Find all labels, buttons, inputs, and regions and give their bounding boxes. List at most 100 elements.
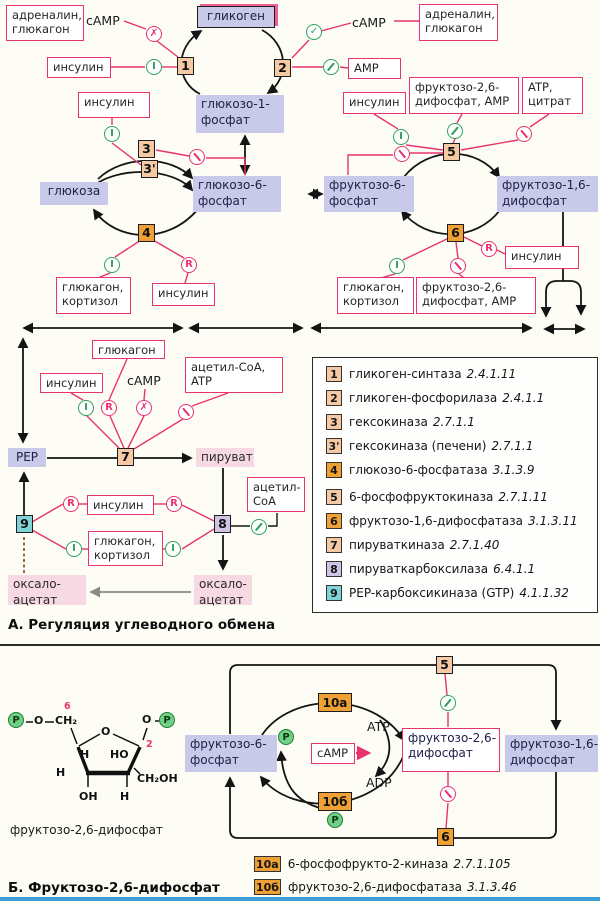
structure-caption: фруктозо-2,6-дифосфат [10, 823, 163, 837]
effector-acetylcoa-atp-7: ацетил-CoA, ATP [185, 357, 283, 393]
camp-label-7: cAMP [127, 373, 161, 388]
repression-icon: R [481, 241, 497, 257]
inactivation-icon: ✗ [146, 26, 162, 42]
effector-insulin-3: инсулин [78, 92, 150, 118]
enzyme-3-hexokinase: 3 [138, 140, 155, 158]
allosteric-activation-icon [447, 123, 463, 139]
metabolite-fructose-1-6-bisphosphate: фруктозо-1,6-дифосфат [497, 176, 598, 212]
enzyme-10a-pfk2: 10a [318, 693, 352, 712]
metabolite-glucose-6-phosphate: глюкозо-6-фосфат [193, 176, 281, 212]
phosphate-icon: P [159, 712, 175, 728]
allosteric-inhibition-icon [189, 149, 205, 165]
effector-insulin-6: инсулин [505, 246, 579, 269]
induction-icon: I [78, 400, 94, 416]
metabolite-glucose: глюкоза [40, 182, 108, 205]
ch2-label: CH₂ [55, 714, 78, 727]
legend-num: 10a [254, 856, 281, 872]
metabolite-glucose-1-phosphate: глюкозо-1-фосфат [196, 95, 284, 133]
legend-num: 6 [326, 513, 342, 529]
enzyme-8-pyruvate-carboxylase: 8 [214, 515, 231, 533]
section-b-caption: Б. Фруктозо-2,6-дифосфат [8, 880, 220, 896]
enzyme-9-pep-carboxykinase: 9 [16, 515, 33, 533]
enzyme-legend-box [312, 357, 598, 613]
effector-insulin-5: инсулин [343, 92, 406, 114]
repression-icon: R [63, 496, 79, 512]
atp-label: ATP [367, 719, 390, 734]
metabolite-fructose-6-phosphate: фруктозо-6-фосфат [324, 176, 414, 212]
effector-f26bp-amp-5: фруктозо-2,6-дифосфат, AMP [409, 77, 519, 114]
induction-icon: I [104, 126, 120, 142]
induction-icon: I [165, 541, 181, 557]
phosphate-icon: P [327, 812, 343, 828]
legend-num: 3 [326, 414, 342, 430]
legend-num: 10б [254, 879, 281, 895]
section-a-caption: А. Регуляция углеводного обмена [8, 617, 276, 633]
effector-insulin-7: инсулин [40, 373, 103, 393]
enzyme-5-phosphofructokinase-b: 5 [436, 656, 453, 674]
effector-camp-b: cAMP [311, 743, 355, 764]
metabolite-fructose-2-6-bisphosphate-b: фруктозо-2,6-дифосфат [402, 728, 500, 772]
effector-acetylcoa-8: ацетил-CoA [247, 477, 305, 512]
allosteric-activation-icon [440, 695, 456, 711]
metabolite-oxaloacetate-right: оксало-ацетат [194, 575, 252, 607]
induction-icon: I [104, 257, 120, 273]
metabolite-fructose-1-6-bisphosphate-b: фруктозо-1,6-дифосфат [505, 735, 598, 772]
allosteric-activation-icon [251, 519, 267, 535]
effector-insulin-4: инсулин [152, 283, 215, 306]
h-label: H [56, 766, 66, 779]
effector-amp-2: AMP [348, 58, 401, 79]
activation-icon: ✓ [306, 24, 322, 40]
ring-oxygen-label: O [101, 725, 111, 738]
carbon-6-label: 6 [64, 701, 71, 712]
legend-num: 3' [326, 438, 342, 454]
enzyme-1-glycogen-synthase: 1 [177, 57, 194, 75]
allosteric-inhibition-icon [450, 258, 466, 274]
legend-num: 1 [326, 366, 342, 382]
metabolite-pep: PEP [8, 448, 46, 467]
camp-label-right: cAMP [352, 15, 386, 30]
bottom-border-line [0, 897, 600, 901]
repression-icon: R [181, 257, 197, 273]
enzyme-7-pyruvate-kinase: 7 [117, 448, 134, 466]
legend-num: 4 [326, 462, 342, 478]
allosteric-inhibition-icon [440, 786, 456, 802]
section-divider [0, 644, 600, 646]
inactivation-icon: ✗ [136, 400, 152, 416]
camp-label-left: cAMP [86, 13, 120, 28]
ch2oh-label: CH₂OH [137, 772, 178, 785]
effector-glucagon-cortisol-6: глюкагон, кортизол [337, 277, 414, 314]
carbon-2-label: 2 [146, 739, 153, 750]
legend-num: 5 [326, 489, 342, 505]
oxygen-label: O [34, 714, 44, 727]
legend-num: 8 [326, 561, 342, 577]
adp-label: ADP [366, 775, 392, 790]
allosteric-activation-icon [323, 59, 339, 75]
h-label: H [80, 748, 90, 761]
legend-num: 2 [326, 390, 342, 406]
induction-icon: I [393, 129, 409, 145]
effector-adrenaline-glucagon-left: адреналин, глюкагон [6, 5, 84, 41]
enzyme-10b-f26bpase: 10б [318, 792, 352, 811]
metabolite-oxaloacetate-left: оксало-ацетат [8, 575, 86, 607]
h-label: H [120, 790, 130, 803]
metabolite-pyruvate: пируват [196, 448, 254, 467]
allosteric-inhibition-icon [178, 404, 194, 420]
legend-row: 3'гексокиназа (печени)2.7.1.1 [326, 438, 533, 454]
enzyme-3p-hexokinase-liver: 3' [141, 160, 158, 178]
induction-icon: I [146, 59, 162, 75]
effector-glucagon-cortisol-4: глюкагон, кортизол [56, 277, 131, 314]
ho-label: HO [110, 748, 129, 761]
effector-glucagon-7: глюкагон [92, 340, 165, 359]
enzyme-6-fructose-bisphosphatase-b: 6 [437, 828, 454, 846]
oh-label: OH [79, 790, 98, 803]
induction-icon: I [66, 541, 82, 557]
